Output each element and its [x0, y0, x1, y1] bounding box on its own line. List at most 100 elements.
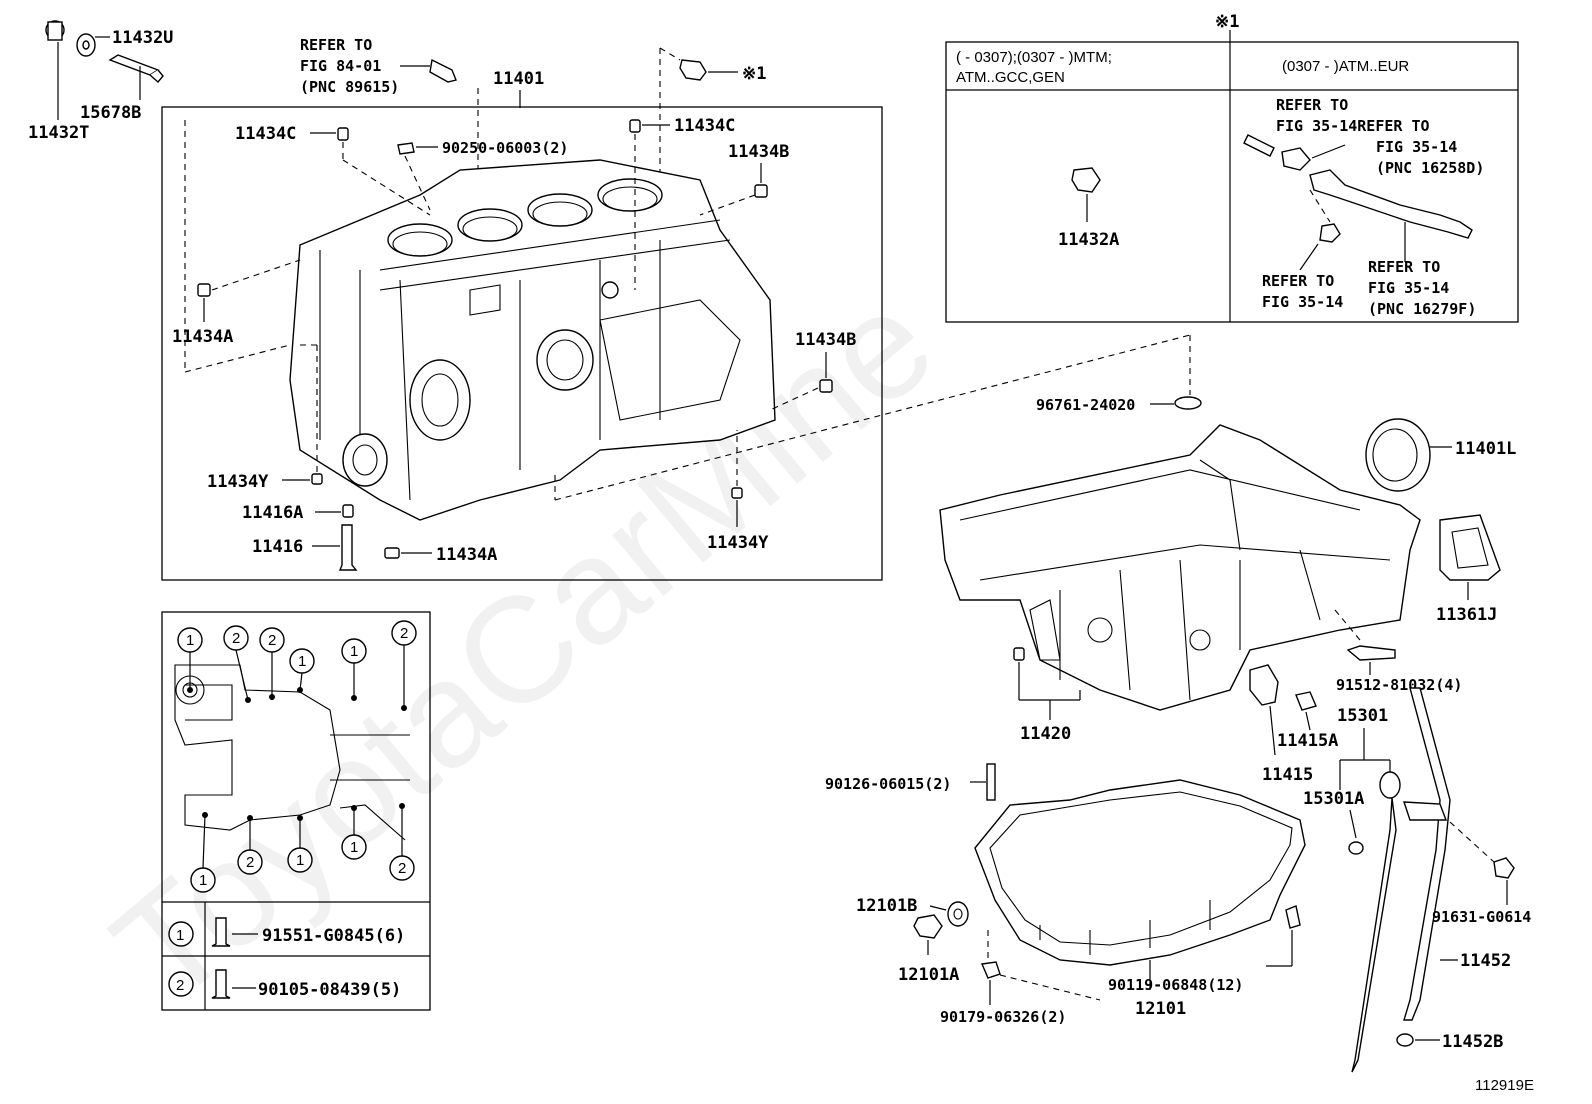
o-ring-15301A[interactable]: [1348, 841, 1364, 855]
note-left-header-line1: ( - 0307);(0307 - )MTM;: [956, 49, 1112, 66]
label-11420: 11420: [1020, 724, 1071, 744]
cover-11361J[interactable]: [1439, 514, 1501, 581]
dowel-11434A-bottom[interactable]: [384, 547, 400, 559]
bolt-callout-number: 1: [186, 632, 194, 649]
label-11434Y-left: 11434Y: [207, 472, 269, 492]
bolt-callout-circle: [391, 620, 417, 646]
figure-id: 112919E: [1475, 1077, 1534, 1094]
bolt-callout-leader: [235, 649, 249, 701]
bolt-callout-number: 1: [296, 852, 304, 869]
bolt-callout-number: 2: [398, 860, 406, 877]
label-90250: 90250-06003(2): [442, 139, 568, 157]
nut-ref-35-14[interactable]: [1319, 223, 1341, 243]
dipstick-guide-11452[interactable]: [1403, 687, 1451, 1021]
note-right-header: (0307 - )ATM..EUR: [1282, 58, 1409, 75]
o-ring-96761[interactable]: [1174, 396, 1202, 410]
legend-row-2: 2 90105-08439(5): [168, 969, 401, 1000]
label-90119: 90119-06848(12): [1108, 976, 1243, 994]
bolt-callout-circle: [259, 627, 285, 653]
label-11432A: 11432A: [1058, 230, 1119, 250]
note-box-marker: ※1: [1215, 12, 1239, 32]
drain-plug-mark1[interactable]: [679, 59, 707, 81]
ring-11416A[interactable]: [342, 504, 354, 518]
dowel-11434B-top[interactable]: [754, 184, 768, 198]
bolt-callout-circle: [389, 855, 415, 881]
bolt-ref-35-14[interactable]: [1243, 134, 1275, 157]
note-ref-7: REFER TO: [1368, 258, 1440, 276]
bolt-callout-leader: [202, 814, 206, 869]
refer-top-line1: REFER TO: [300, 36, 372, 54]
dowel-11434C-right[interactable]: [629, 119, 641, 133]
oil-pressure-switch-group[interactable]: [45, 20, 164, 120]
gasket-12101B[interactable]: [947, 901, 969, 927]
dowel-11434C-left[interactable]: [337, 127, 349, 141]
bolt-callout-circle: [177, 627, 203, 653]
note-ref-8: FIG 35-14: [1368, 279, 1449, 297]
gasket-ref-16258D[interactable]: [1281, 147, 1311, 171]
note-box-frame: [945, 41, 1519, 323]
drain-plug-12101A[interactable]: [913, 914, 943, 939]
dowel-11434Y-right[interactable]: [731, 487, 743, 499]
bolt-callout-number: 2: [268, 632, 276, 649]
label-11452: 11452: [1460, 951, 1511, 971]
bolt-11415[interactable]: [1249, 664, 1279, 706]
legend-1-num: 1: [176, 927, 184, 944]
label-11416: 11416: [252, 537, 303, 557]
label-11434C-right: 11434C: [674, 116, 735, 136]
bolt-callout-circle: [289, 648, 315, 674]
nut-90179[interactable]: [980, 961, 1001, 979]
oil-strainer-16279F[interactable]: [1309, 169, 1473, 239]
refer-top-line2: FIG 84-01: [300, 57, 381, 75]
dowel-11434B-right[interactable]: [819, 379, 833, 393]
bolt-callout-circle: [341, 638, 367, 664]
oil-seal-11401L[interactable]: [1365, 418, 1431, 492]
plug-11415A[interactable]: [1295, 691, 1317, 711]
drain-plug-11432A[interactable]: [1071, 167, 1101, 193]
bolt-90119[interactable]: [1285, 905, 1301, 929]
label-11434A-left: 11434A: [172, 327, 233, 347]
bolt-91512[interactable]: [1346, 645, 1396, 661]
legend-1-part: 91551-G0845(6): [262, 926, 405, 946]
cylinder-block-11401[interactable]: [289, 159, 776, 521]
label-12101: 12101: [1135, 999, 1186, 1019]
dowel-11420[interactable]: [1013, 647, 1025, 661]
oil-pan-12101[interactable]: [974, 779, 1306, 966]
bolt-callout-number: 2: [400, 625, 408, 642]
label-15301A: 15301A: [1303, 789, 1364, 809]
stud-bolt-90250[interactable]: [397, 142, 415, 155]
label-11434B-top: 11434B: [728, 142, 789, 162]
label-11434A-bottom: 11434A: [436, 545, 497, 565]
label-90179: 90179-06326(2): [940, 1008, 1066, 1026]
label-12101B: 12101B: [856, 896, 917, 916]
o-ring-11452B[interactable]: [1396, 1033, 1414, 1047]
dowel-11434Y-left[interactable]: [311, 473, 323, 485]
note-ref-1: REFER TO: [1276, 96, 1348, 114]
note-ref-4: (PNC 16258D): [1376, 159, 1484, 177]
crankcase-11420[interactable]: [939, 424, 1421, 711]
label-90126: 90126-06015(2): [825, 775, 951, 793]
label-12101A: 12101A: [898, 965, 959, 985]
note-ref-2: FIG 35-14REFER TO: [1276, 117, 1430, 135]
label-11432U: 11432U: [112, 28, 173, 48]
knock-sensor-bolt[interactable]: [429, 58, 457, 83]
label-11415: 11415: [1262, 765, 1313, 785]
dowel-11434A-left[interactable]: [197, 283, 211, 297]
label-11401L: 11401L: [1455, 439, 1516, 459]
label-15678B: 15678B: [80, 103, 141, 123]
bolt-callout-number: 1: [298, 653, 306, 670]
bolt-pattern-frame: [161, 611, 431, 1011]
label-11361J: 11361J: [1436, 605, 1497, 625]
label-mark1: ※1: [742, 64, 766, 84]
stud-90126[interactable]: [986, 763, 996, 801]
note-ref-3: FIG 35-14: [1376, 138, 1457, 156]
bolt-91631[interactable]: [1493, 857, 1515, 879]
bolt-callout-circle: [237, 849, 263, 875]
bolt-callout-circle: [287, 847, 313, 873]
bolt-11416[interactable]: [338, 524, 358, 571]
dipstick-15301[interactable]: [1351, 771, 1401, 1073]
cylinder-block-frame: [161, 106, 883, 581]
bolt-callout-number: 1: [199, 872, 207, 889]
bolt-callout-number: 1: [350, 839, 358, 856]
